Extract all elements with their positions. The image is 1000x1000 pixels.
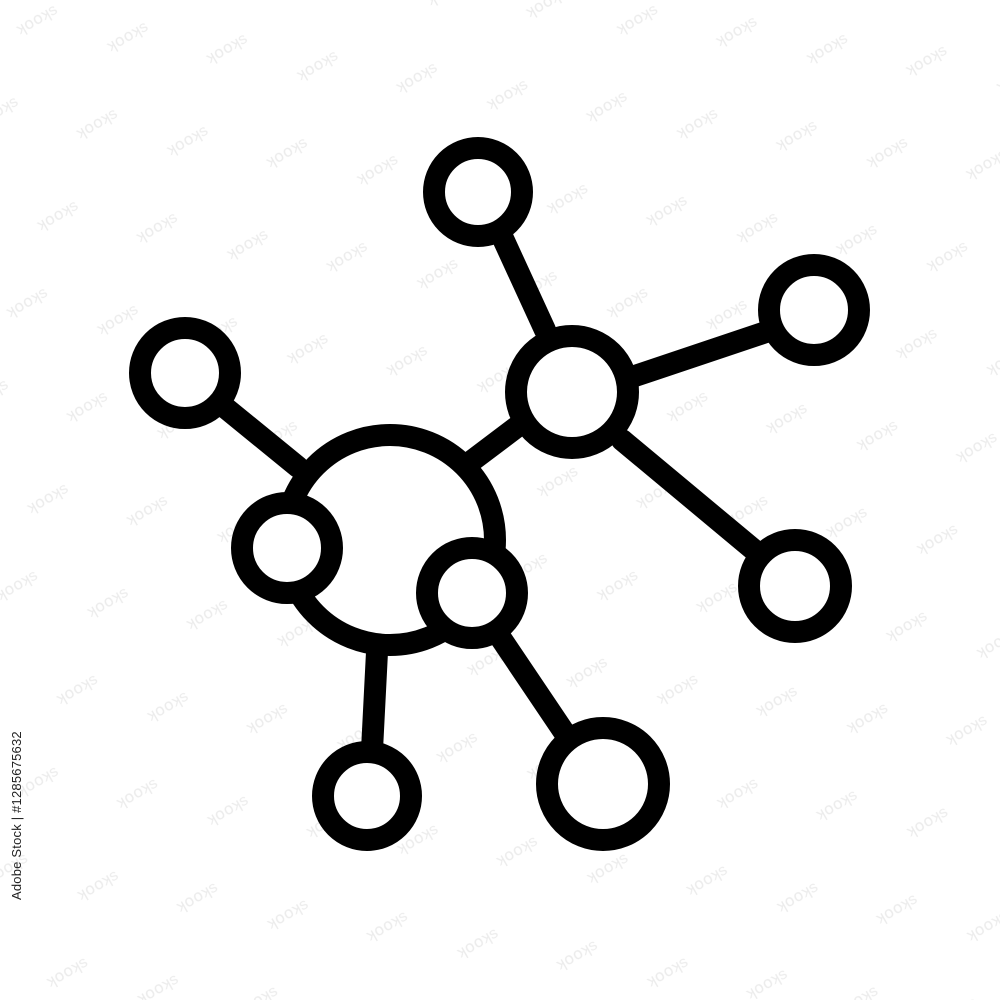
stock-id-caption: Adobe Stock | #1285675632 <box>9 731 24 900</box>
outer-node-bottom-left <box>312 741 422 851</box>
inner-node-right <box>416 537 528 649</box>
edge-left-to-center <box>211 394 309 478</box>
edge-hub-to-center <box>454 412 533 477</box>
hub-node <box>505 325 639 459</box>
edge-hub-to-right-bottom <box>611 429 771 566</box>
outer-node-left <box>129 317 241 429</box>
outer-node-top <box>423 137 533 247</box>
edge-top-to-hub <box>489 221 556 341</box>
outer-node-right-bottom <box>738 529 852 643</box>
outer-node-bottom-right <box>536 717 670 851</box>
edge-inner-to-bottom-right <box>489 626 577 746</box>
edge-hub-to-right-top <box>621 319 783 388</box>
edge-center-to-bottom-left <box>361 641 388 761</box>
outer-node-right-top <box>758 254 870 366</box>
inner-node-left <box>231 492 343 604</box>
